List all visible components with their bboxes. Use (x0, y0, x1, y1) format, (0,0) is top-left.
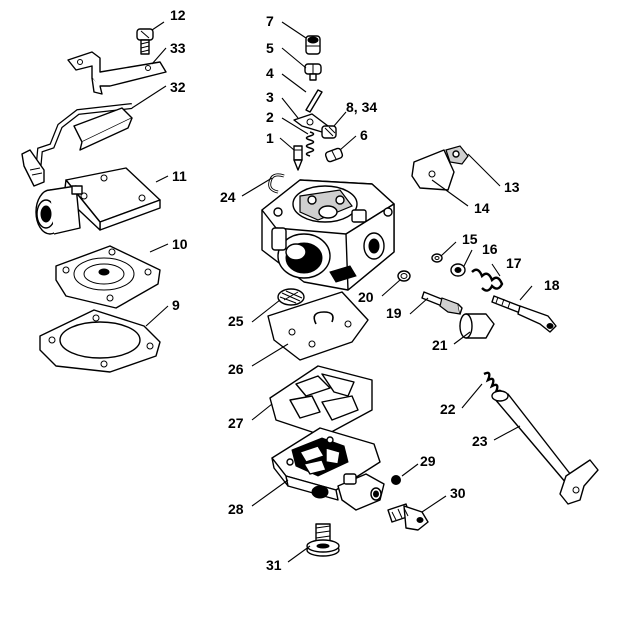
callout-8-34: 8, 34 (346, 99, 377, 115)
part-13-lever (445, 145, 469, 165)
callout-10: 10 (172, 236, 188, 252)
callout-9: 9 (172, 297, 180, 313)
callout-13: 13 (504, 179, 520, 195)
callout-2: 2 (266, 109, 274, 125)
part-16-washer (450, 263, 466, 277)
part-21-sleeve (459, 313, 495, 339)
callout-29: 29 (420, 453, 436, 469)
callout-5: 5 (266, 40, 274, 56)
part-15-oring (431, 253, 443, 263)
part-6-plug (324, 147, 344, 163)
callout-17: 17 (506, 255, 522, 271)
callout-26: 26 (228, 361, 244, 377)
part-5-screw (304, 63, 322, 81)
part-25-screen (277, 288, 305, 306)
part-14-disc (411, 149, 455, 191)
callout-6: 6 (360, 127, 368, 143)
part-8-34-plug (321, 125, 337, 139)
part-10-diaphragm (55, 245, 161, 309)
part-28-metering-body (271, 427, 385, 511)
callout-14: 14 (474, 200, 490, 216)
callout-11: 11 (172, 168, 187, 184)
part-24-clip (268, 173, 285, 194)
callout-7: 7 (266, 13, 274, 29)
callout-23: 23 (472, 433, 488, 449)
part-32-rod (21, 103, 133, 187)
callout-12: 12 (170, 7, 186, 23)
callout-3: 3 (266, 89, 274, 105)
part-2-spring (305, 131, 315, 157)
callout-25: 25 (228, 313, 244, 329)
callout-28: 28 (228, 501, 244, 517)
part-7-cap (305, 35, 321, 55)
callout-33: 33 (170, 40, 186, 56)
callout-19: 19 (386, 305, 402, 321)
callout-21: 21 (432, 337, 448, 353)
part-30-screw (387, 503, 429, 531)
part-4-pin (305, 89, 323, 113)
callout-24: 24 (220, 189, 236, 205)
part-20-oring (397, 270, 411, 282)
part-23-shaft (491, 390, 599, 505)
callout-30: 30 (450, 485, 466, 501)
callout-15: 15 (462, 231, 478, 247)
part-31-screw (306, 523, 340, 557)
part-18-screw (491, 295, 557, 333)
callout-27: 27 (228, 415, 244, 431)
callout-31: 31 (266, 557, 282, 573)
callout-numbers: 12 33 32 11 10 9 7 5 4 3 2 1 8, 34 6 24 … (170, 7, 560, 573)
part-19-needle (421, 291, 463, 315)
part-26-gasket (267, 291, 369, 361)
leader-lines (131, 21, 533, 563)
part-11-cover (35, 167, 161, 235)
callout-18: 18 (544, 277, 560, 293)
carburetor-body (261, 179, 395, 291)
part-27-gasket-frame (269, 365, 373, 437)
callout-1: 1 (266, 130, 274, 146)
callout-22: 22 (440, 401, 456, 417)
callout-32: 32 (170, 79, 186, 95)
callout-4: 4 (266, 65, 274, 81)
part-12-screw (136, 28, 154, 55)
part-33-bracket (67, 51, 167, 95)
callout-20: 20 (358, 289, 374, 305)
part-1-needle (293, 145, 303, 171)
part-17-spring (471, 268, 504, 292)
part-9-gasket (39, 309, 161, 373)
callout-16: 16 (482, 241, 498, 257)
part-29-ball (391, 475, 401, 485)
